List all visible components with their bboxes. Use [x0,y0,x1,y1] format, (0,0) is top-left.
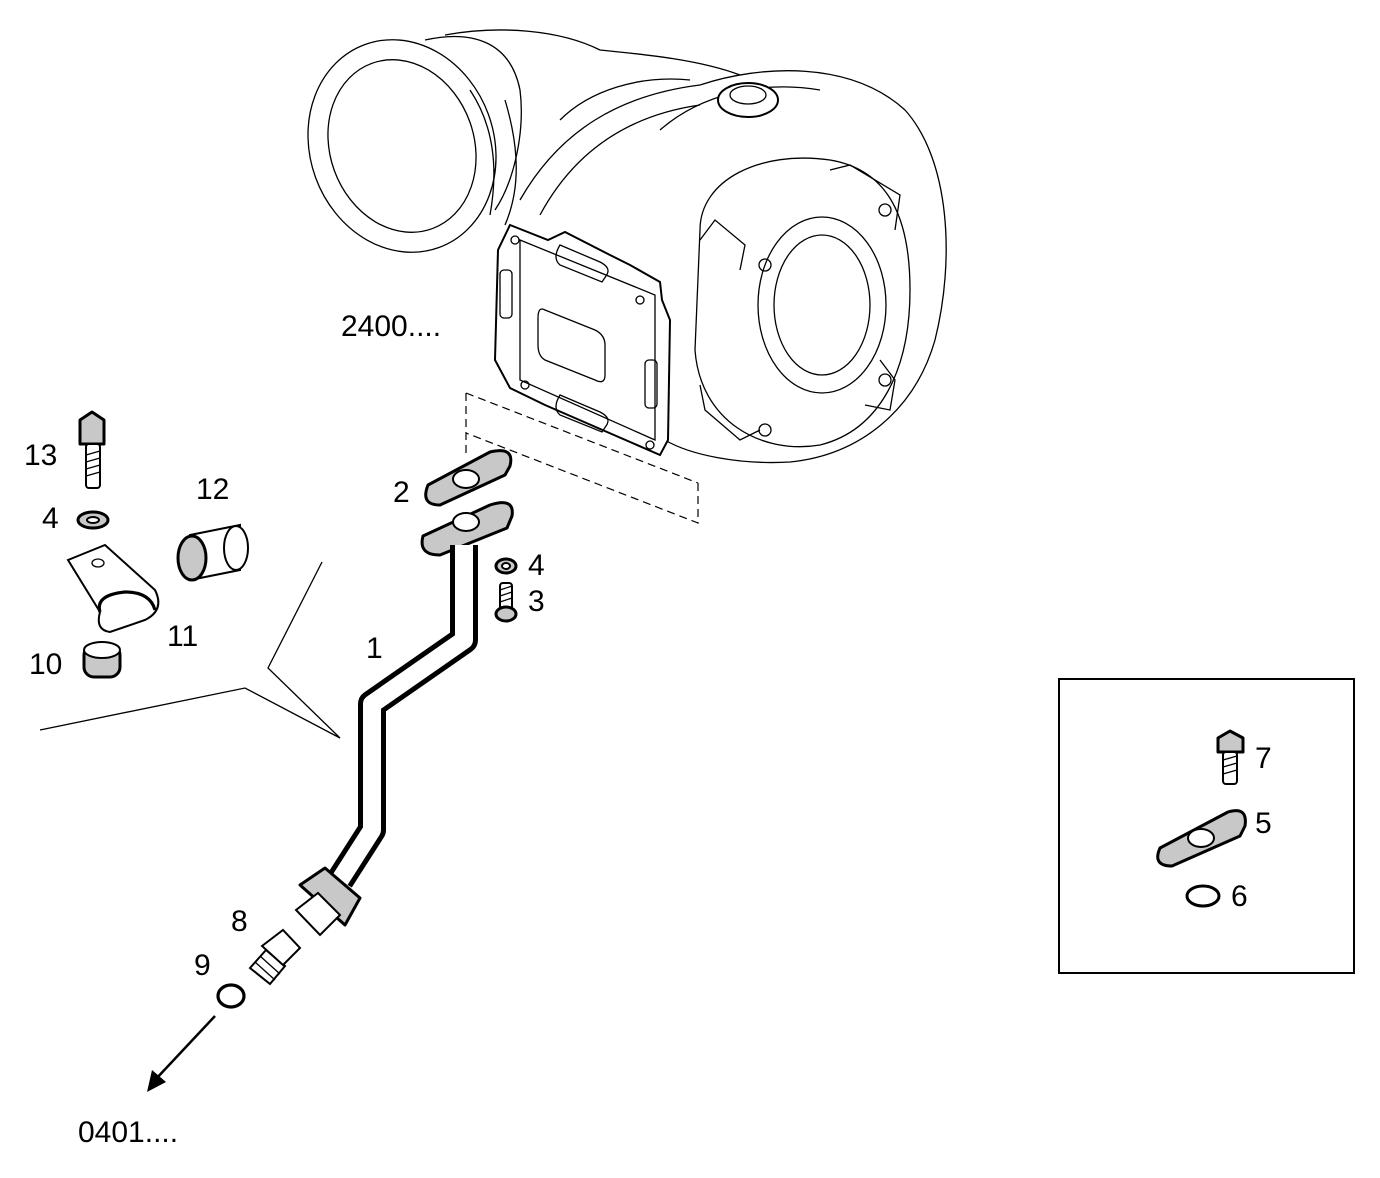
part-label-10: 10 [29,648,62,681]
oil-pipe-part-1 [294,501,514,937]
sleeve-part-12 [176,523,249,582]
spacer-part-10 [82,641,122,679]
output-arrow [147,1015,216,1092]
alignment-guide [465,392,699,524]
gasket-part-2 [424,449,513,507]
bolt-part-3 [494,582,518,623]
fitting-part-8 [248,928,302,986]
ref-label-outlet: 0401.... [78,1116,178,1149]
clamp-part-11 [66,543,160,634]
part-label-5: 5 [1255,807,1272,840]
o-ring-part-9 [216,983,246,1009]
bolt-part-7 [1216,729,1245,785]
part-label-1: 1 [366,632,383,665]
part-label-3: 3 [528,585,545,618]
part-label-9: 9 [194,949,211,982]
part-label-11: 11 [167,620,198,653]
bolt-part-13 [78,410,106,489]
o-ring-part-6 [1185,884,1221,908]
washer-part-4-left [76,510,110,530]
part-label-12: 12 [196,473,229,506]
part-label-13: 13 [24,439,57,472]
part-label-2: 2 [393,476,410,509]
part-label-4-left: 4 [42,502,59,535]
part-label-6: 6 [1231,880,1248,913]
part-label-7: 7 [1255,742,1272,775]
turbocharger-housing [307,29,947,464]
part-label-8: 8 [231,905,248,938]
part-label-4-upper: 4 [528,549,545,582]
gasket-part-5 [1156,809,1247,868]
ref-label-turbocharger: 2400.... [341,310,441,343]
group-leader [39,561,341,739]
detail-inset-box [1058,678,1355,974]
washer-part-4 [494,557,518,575]
